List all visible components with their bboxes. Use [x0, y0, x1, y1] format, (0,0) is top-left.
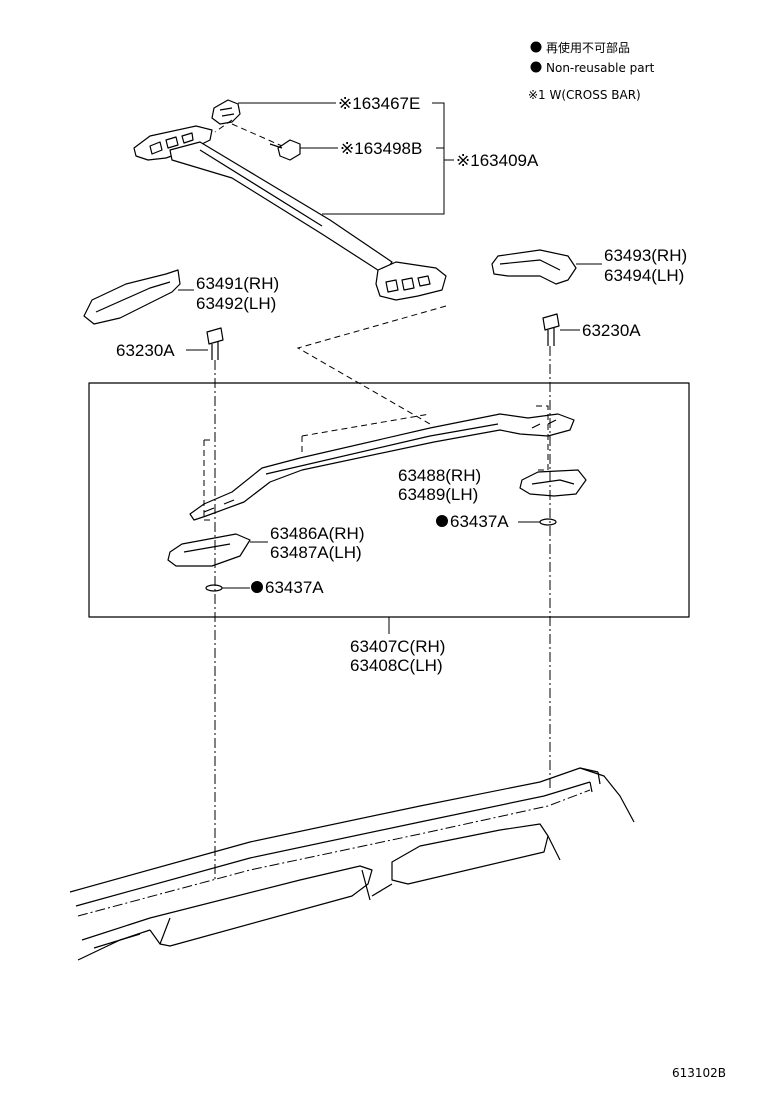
label-63491: 63491(RH) — [196, 274, 279, 293]
assembly-line — [214, 119, 233, 133]
cross-bar-right-bracket-slots — [385, 275, 431, 293]
figure-code: 613102B — [672, 1066, 726, 1080]
label-63486A: 63486A(RH) — [270, 524, 365, 543]
bolt-left — [206, 327, 224, 360]
cross-bar-right-bracket — [375, 261, 447, 301]
label-63487A: 63487A(LH) — [270, 543, 362, 562]
legend-text-en: Non-reusable part — [546, 61, 655, 75]
leg-cover-left — [167, 533, 251, 567]
cross-bar-body-edge — [199, 149, 323, 227]
cross-bar-body — [169, 141, 393, 275]
non-reusable-bullet-icon — [436, 515, 448, 527]
assembly-line — [296, 305, 447, 425]
cross-bar-left-bracket-slots — [149, 132, 194, 155]
cross-bar-bolt — [277, 139, 301, 161]
rail-outline — [301, 413, 431, 452]
cross-bar-clip — [211, 99, 241, 125]
label-63230A-right: 63230A — [582, 321, 641, 340]
legend: 再使用不可部品 Non-reusable part ※1 W(CROSS BAR… — [528, 40, 655, 102]
cross-bar-assembly — [133, 99, 447, 301]
non-reusable-bullet-icon — [530, 41, 542, 53]
legend-text-jp: 再使用不可部品 — [546, 40, 630, 55]
washer-left — [205, 584, 223, 592]
label-63498B: ※163498B — [340, 139, 422, 158]
assembly-line — [231, 123, 283, 147]
label-63488: 63488(RH) — [398, 466, 481, 485]
label-63407C: 63407C(RH) — [350, 637, 445, 656]
label-63494: 63494(LH) — [604, 266, 684, 285]
rail-assembly-box — [88, 382, 690, 618]
vehicle-roof — [69, 767, 635, 961]
label-63437A-left: 63437A — [265, 578, 324, 597]
label-63409A: ※163409A — [456, 151, 539, 170]
leg-cover-left-detail — [183, 543, 231, 553]
label-63492: 63492(LH) — [196, 294, 276, 313]
non-reusable-bullet-icon — [530, 61, 542, 73]
end-cover-left-detail — [95, 281, 171, 313]
leg-cover-right — [519, 469, 587, 497]
label-63493: 63493(RH) — [604, 246, 687, 265]
washer-right — [539, 518, 557, 526]
bracket-63409A — [322, 102, 454, 215]
non-reusable-bullet-icon — [251, 581, 263, 593]
rail-outline — [203, 439, 214, 521]
end-cover-right — [491, 249, 577, 285]
label-63489: 63489(LH) — [398, 485, 478, 504]
legend-note: ※1 W(CROSS BAR) — [528, 88, 641, 102]
label-63437A-right: 63437A — [450, 512, 509, 531]
end-cover-left — [83, 269, 181, 325]
label-63408C: 63408C(LH) — [350, 656, 443, 675]
roof-rail — [189, 413, 575, 521]
rail-outline — [536, 405, 549, 471]
cross-bar-bolt-shank — [269, 143, 283, 149]
cross-bar-clip-detail — [219, 107, 235, 117]
label-63467E: ※163467E — [338, 94, 420, 113]
label-63230A-left: 63230A — [116, 341, 175, 360]
leg-cover-right-detail — [531, 479, 575, 485]
end-cover-right-detail — [499, 259, 561, 271]
bolt-right — [542, 313, 560, 346]
